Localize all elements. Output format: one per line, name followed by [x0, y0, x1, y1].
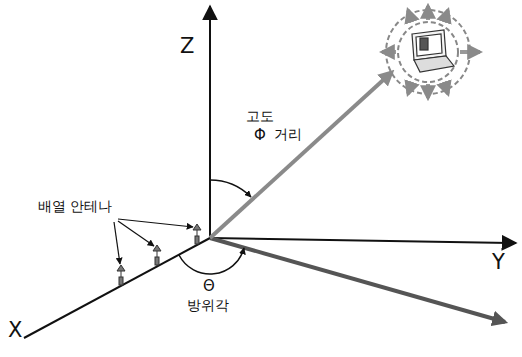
axes: [24, 6, 516, 338]
signal-rings: [386, 10, 470, 94]
antenna-label: 배열 안테나: [38, 198, 112, 214]
antenna-leaders: [114, 219, 193, 264]
projection-arrow: [210, 238, 505, 322]
antenna-symbols: [117, 224, 201, 286]
azimuth-arc: [179, 248, 244, 274]
angle-symbol: Φ: [254, 127, 266, 144]
laptop-icon: [412, 30, 454, 72]
angle-name: 방위각: [187, 297, 229, 313]
range-arrow: [210, 72, 392, 238]
angle-name: 고도: [246, 108, 274, 124]
axis-label: Z: [180, 34, 194, 58]
elevation-arc: [210, 180, 251, 197]
angle-symbol: Θ: [203, 278, 215, 295]
signal-arrows: [382, 6, 480, 98]
range-label: 거리: [274, 126, 302, 142]
axis-label: X: [8, 318, 22, 342]
axis-label: Y: [492, 250, 505, 274]
